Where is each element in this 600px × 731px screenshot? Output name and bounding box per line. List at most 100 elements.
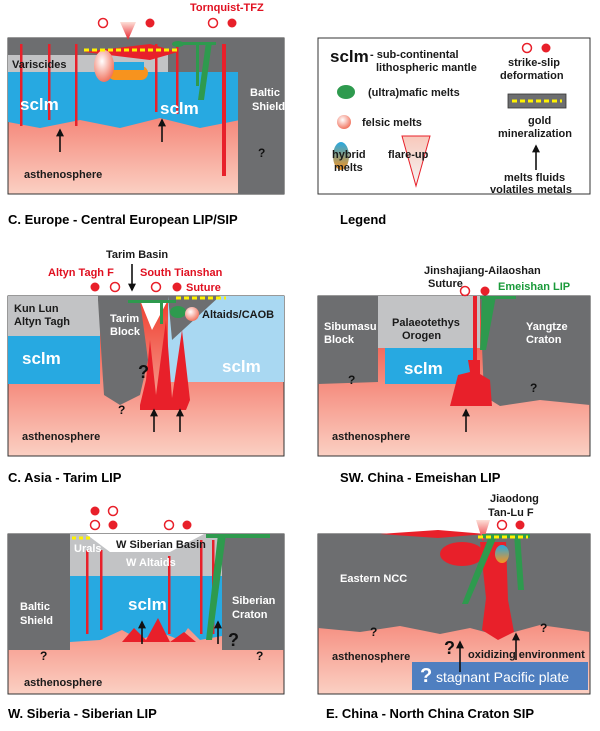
legend-strike-open-icon	[521, 42, 533, 54]
melt-spikes	[122, 618, 196, 642]
question-mark: ?	[370, 625, 377, 639]
panel-ncc: Jiaodong Tan-Lu F Eastern NCC ? ? ? asth…	[317, 493, 591, 721]
strike-slip-open-circle	[207, 17, 219, 29]
label-suture: Suture	[428, 278, 463, 290]
panel-caption: C. Europe - Central European LIP/SIP	[8, 212, 238, 227]
label-baltic: Baltic	[250, 87, 280, 99]
label-sibumasu-block: Block	[324, 334, 355, 346]
legend-flareup: flare-up	[388, 149, 429, 161]
label-asthenosphere: asthenosphere	[332, 651, 410, 663]
question-mark: ?	[444, 638, 455, 658]
label-orogen: Orogen	[402, 330, 441, 342]
label-palaeotethys: Palaeotethys	[392, 317, 460, 329]
legend-fluids: volatiles metals	[490, 184, 572, 196]
label-tornquist: Tornquist-TFZ	[190, 2, 264, 14]
label-urals: Urals	[74, 543, 102, 555]
legend-gold: gold	[528, 115, 551, 127]
strike-slip-open-circle	[109, 281, 121, 293]
legend-fluids: melts fluids	[504, 172, 565, 184]
label-altyn-tagh-f: Altyn Tagh F	[48, 267, 114, 279]
strike-slip-open-circle	[89, 519, 101, 531]
strike-slip-filled-circle	[515, 520, 525, 530]
label-sclm: sclm	[128, 595, 167, 614]
strike-slip-open-circle	[150, 281, 162, 293]
question-mark: ?	[420, 665, 432, 687]
label-sclm: sclm	[22, 349, 61, 368]
panel-legend: sclm - sub-continental lithospheric mant…	[317, 37, 591, 227]
mafic-dykes	[172, 41, 216, 100]
legend-strike: strike-slip	[508, 57, 560, 69]
melt-conduits	[20, 44, 226, 176]
label-kunlun: Kun Lun	[14, 303, 59, 315]
strike-slip-filled-circle	[108, 520, 118, 530]
legend-felsic-icon	[337, 115, 351, 129]
label-asthenosphere: asthenosphere	[332, 431, 410, 443]
strike-slip-filled-circle	[90, 282, 100, 292]
legend-strike: deformation	[500, 70, 564, 82]
label-south-tianshan: South Tianshan	[140, 267, 223, 279]
label-yangtze: Yangtze	[526, 321, 568, 333]
question-mark: ?	[258, 146, 265, 160]
panel-caption: C. Asia - Tarim LIP	[8, 470, 122, 485]
panel-europe: Tornquist-TFZ Variscides sclm sclm Balti…	[7, 2, 285, 227]
label-jiaodong: Jiaodong	[490, 493, 539, 505]
question-mark: ?	[118, 403, 125, 417]
question-mark: ?	[530, 381, 537, 395]
question-mark: ?	[40, 649, 47, 663]
label-baltic: Baltic	[20, 601, 50, 613]
strike-slip-open-circle	[107, 505, 119, 517]
label-w-siberian-basin: W Siberian Basin	[116, 539, 206, 551]
strike-slip-filled-circle	[182, 520, 192, 530]
question-mark: ?	[540, 621, 547, 635]
question-mark: ?	[228, 630, 239, 650]
legend-hybrid-icon	[333, 142, 349, 170]
label-sibumasu: Sibumasu	[324, 321, 377, 333]
question-mark: ?	[256, 649, 263, 663]
label-asthenosphere: asthenosphere	[22, 431, 100, 443]
legend-hybrid: hybrid	[332, 149, 366, 161]
strike-slip-open-circle	[163, 519, 175, 531]
label-suture: Suture	[186, 282, 221, 294]
strike-slip-filled-circle	[172, 282, 182, 292]
panel-caption: W. Siberia - Siberian LIP	[8, 706, 157, 721]
label-w-altaids: W Altaids	[126, 557, 176, 569]
panel-caption: SW. China - Emeishan LIP	[340, 470, 501, 485]
tarim-block-shape	[98, 300, 148, 405]
felsic-melt-blob	[94, 50, 114, 82]
legend-sclm-def: - sub-continental	[370, 49, 459, 61]
label-altaids: Altaids/CAOB	[202, 309, 274, 321]
panel-caption: Legend	[340, 212, 386, 227]
melt-plume	[480, 542, 514, 640]
label-eastern-ncc: Eastern NCC	[340, 573, 407, 585]
label-sclm: sclm	[160, 99, 199, 118]
legend-sclm-abbr: sclm	[330, 47, 369, 66]
stagnant-pacific-plate	[412, 662, 588, 690]
label-tarim-block: Block	[110, 326, 141, 338]
legend-mafic-icon	[337, 85, 355, 99]
strike-slip-open-circle	[459, 285, 471, 297]
label-craton: Craton	[232, 609, 268, 621]
label-shield: Shield	[20, 615, 53, 627]
label-tanlu: Tan-Lu F	[488, 507, 534, 519]
label-craton: Craton	[526, 334, 562, 346]
label-asthenosphere: asthenosphere	[24, 169, 102, 181]
label-jinshajiang: Jinshajiang-Ailaoshan	[424, 265, 541, 277]
strike-slip-open-circle	[97, 17, 109, 29]
label-variscides: Variscides	[12, 59, 66, 71]
strike-slip-filled-circle	[90, 506, 100, 516]
label-altyn-tagh: Altyn Tagh	[14, 316, 70, 328]
label-tarim-block: Tarim	[110, 313, 139, 325]
label-asthenosphere: asthenosphere	[24, 677, 102, 689]
question-mark: ?	[138, 362, 149, 382]
label-emeishan-lip: Emeishan LIP	[498, 281, 570, 293]
label-shield: Shield	[252, 101, 285, 113]
label-siberian: Siberian	[232, 595, 276, 607]
label-tarim-basin: Tarim Basin	[106, 249, 168, 261]
label-oxidizing: oxidizing environment	[468, 649, 585, 661]
legend-flareup-icon	[401, 135, 431, 188]
melt-plume	[450, 360, 492, 406]
strike-slip-filled-circle	[227, 18, 237, 28]
legend-gold: mineralization	[498, 128, 572, 140]
panel-tarim: Tarim Basin Altyn Tagh F South Tianshan …	[7, 249, 285, 485]
